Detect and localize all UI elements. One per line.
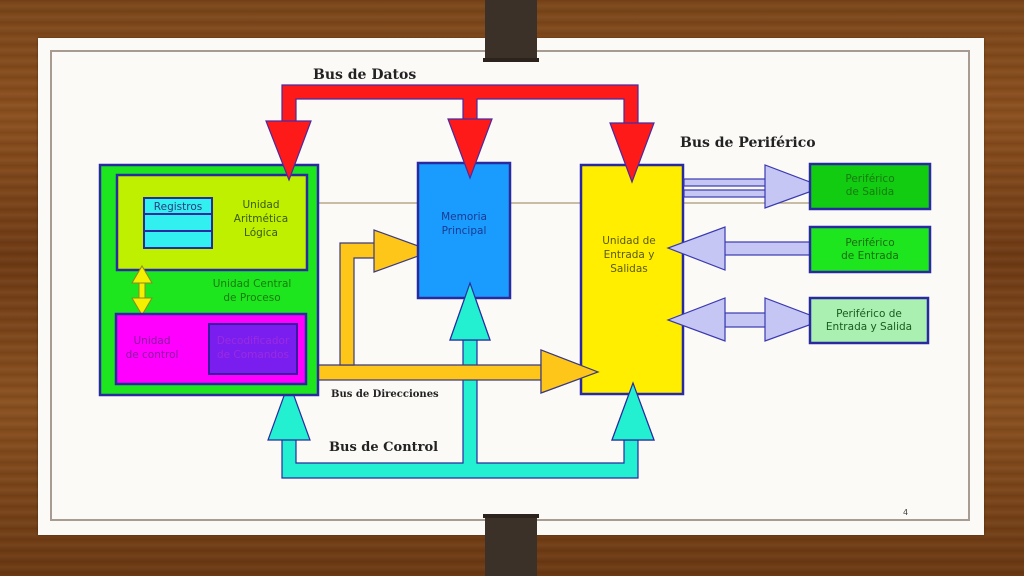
- registers: [143, 197, 213, 249]
- alu-control-double-arrow: [131, 265, 153, 316]
- peripheral-bus-label: Bus de Periférico: [680, 135, 816, 151]
- peripheral-input-label-2: de Entrada: [841, 250, 899, 262]
- top-holder-clip: [483, 0, 539, 62]
- peripheral-io-label-2: Entrada y Salida: [826, 321, 912, 333]
- alu-label-3: Lógica: [244, 227, 278, 239]
- data-arrow-cpu: [265, 120, 312, 182]
- double-arrow-up: [131, 265, 153, 284]
- peripheral-input-box: [808, 225, 932, 274]
- decoder-box: [208, 323, 298, 375]
- peripheral-bus: [666, 164, 825, 342]
- peripheral-io-box: [808, 296, 930, 345]
- memory-label-1: Memoria: [441, 211, 487, 223]
- data-bus-label: Bus de Datos: [313, 67, 416, 83]
- alu-label-1: Unidad: [242, 199, 279, 211]
- peripheral-output-label-1: Periférico: [845, 173, 894, 185]
- data-arrow-memory: [447, 118, 493, 180]
- periph-bus-io: [724, 312, 771, 328]
- io-label-2: Entrada y: [604, 249, 655, 261]
- control-unit-label-2: de control: [126, 349, 179, 361]
- address-bus-label: Bus de Direcciones: [331, 389, 439, 400]
- address-bus-branch: [339, 242, 379, 366]
- peripheral-input-label-1: Periférico: [845, 237, 894, 249]
- memory-label-2: Principal: [442, 225, 487, 237]
- address-arrow-memory: [373, 229, 434, 273]
- peripheral-output-label-2: de Salida: [846, 186, 895, 198]
- alu-label-2: Aritmética: [234, 213, 288, 225]
- bottom-holder-clip: [483, 514, 539, 576]
- data-bus: [265, 84, 655, 184]
- periph-arrow-io-left: [666, 297, 726, 342]
- io-unit-box: [579, 163, 685, 396]
- periph-bus-in: [719, 241, 811, 256]
- cpu-label-1: Unidad Central: [213, 278, 292, 290]
- cpu-label-2: de Proceso: [223, 292, 280, 304]
- periph-bus-out-1: [683, 178, 771, 187]
- registers-label: Registros: [154, 201, 202, 213]
- control-arrow-memory-top: [449, 281, 491, 341]
- periph-bus-out-2: [683, 189, 771, 198]
- address-arrow-io-top: [540, 349, 600, 394]
- periph-arrow-output: [764, 164, 825, 209]
- memory-box: [416, 161, 512, 300]
- control-arrow-cpu: [267, 380, 311, 441]
- peripheral-io-label-1: Periférico de: [836, 308, 902, 320]
- address-bus-main: [317, 364, 546, 381]
- page-number: 4: [903, 508, 909, 517]
- control-unit-label-1: Unidad: [133, 335, 170, 347]
- data-arrow-io: [609, 122, 655, 184]
- io-label-3: Salidas: [610, 263, 648, 275]
- register-row: [143, 230, 213, 249]
- control-arrow-io-top: [611, 381, 655, 441]
- decoder-label-2: de Comandos: [217, 349, 289, 361]
- periph-arrow-input: [666, 226, 726, 271]
- periph-arrow-io-right: [764, 297, 825, 342]
- peripheral-output-box: [808, 162, 932, 211]
- double-arrow-down: [131, 297, 153, 316]
- io-label-1: Unidad de: [602, 235, 655, 247]
- control-bus-pipe: [281, 334, 639, 479]
- decoder-label-1: Decodificador: [217, 335, 290, 347]
- control-bus-label: Bus de Control: [329, 440, 438, 455]
- register-row: [143, 213, 213, 232]
